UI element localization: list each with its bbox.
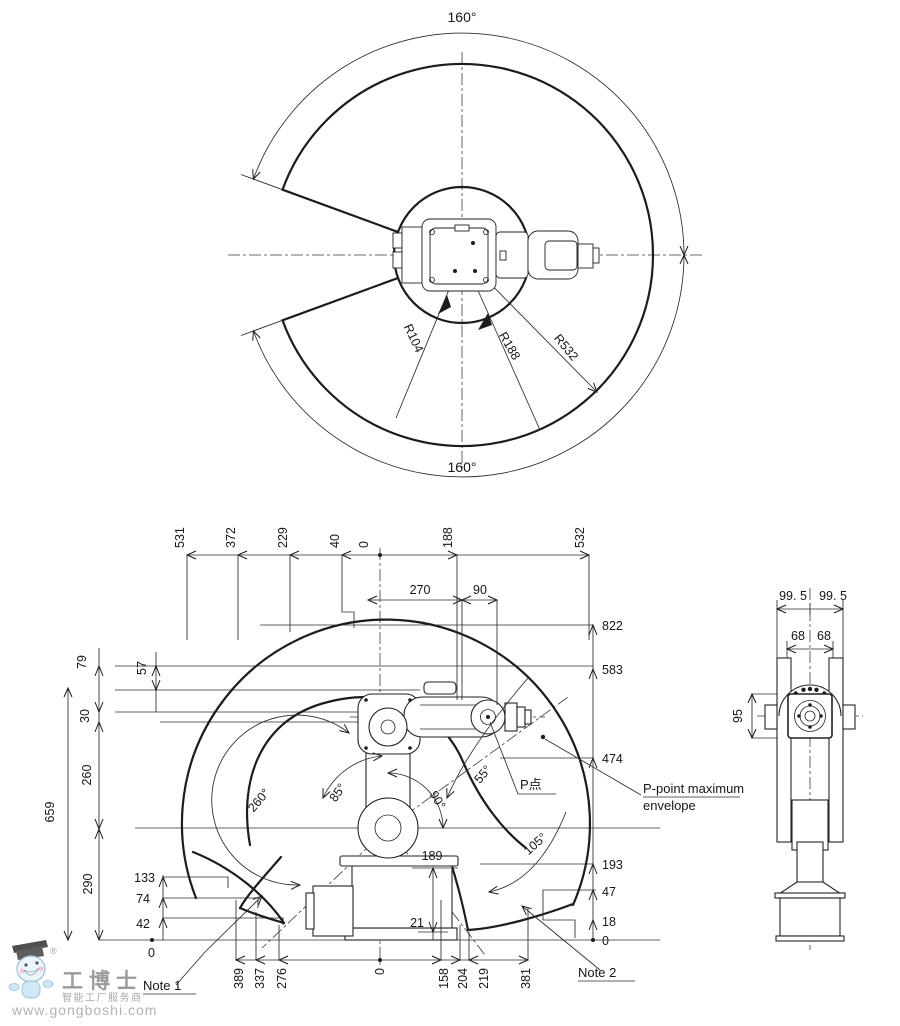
- watermark: ® 工博士 智能工厂服务商 www.gongboshi.com: [8, 940, 157, 1018]
- dim-99-5-right: 99. 5: [819, 589, 847, 603]
- dim-229: 229: [276, 527, 290, 548]
- dim-0-right: 0: [602, 934, 609, 948]
- dim-189: 189: [422, 849, 443, 863]
- dim-133: 133: [134, 871, 155, 885]
- dim-219: 219: [477, 968, 491, 989]
- dim-337: 337: [253, 968, 267, 989]
- dim-90: 90: [473, 583, 487, 597]
- dim-372: 372: [224, 527, 238, 548]
- top-angle-label: 160°: [448, 9, 477, 25]
- dim-79: 79: [75, 655, 89, 669]
- dim-290: 290: [81, 874, 95, 895]
- angle-85: 85°: [327, 781, 349, 805]
- dim-188: 188: [441, 527, 455, 548]
- side-view-robot: [305, 681, 532, 941]
- top-view: 160° 160° R104 R188 R532: [228, 9, 705, 478]
- p-point-max-label-1: P-point maximum: [643, 781, 744, 796]
- dim-260: 260: [80, 765, 94, 786]
- side-view-left-dimension-column: 79 57 30 260 659 290: [43, 648, 161, 942]
- side-view-top-dimension-chain: 531 372 229 40 0 188 532: [173, 527, 591, 700]
- dim-57: 57: [135, 661, 149, 675]
- watermark-brand: 工博士: [62, 969, 143, 993]
- dim-193: 193: [602, 858, 623, 872]
- dim-583: 583: [602, 663, 623, 677]
- rear-view: 99. 5 99. 5 68 68 95: [731, 588, 863, 950]
- dim-30: 30: [78, 709, 92, 723]
- side-view-base-step-dimensions: 133 74 42 0: [134, 871, 168, 960]
- note-1-label: Note 1: [143, 978, 181, 993]
- dim-18: 18: [602, 915, 616, 929]
- dim-659: 659: [43, 802, 57, 823]
- dim-381: 381: [519, 968, 533, 989]
- rear-view-dimensions: 99. 5 99. 5 68 68 95: [731, 589, 847, 740]
- dim-474: 474: [602, 752, 623, 766]
- p-point-max-label-2: envelope: [643, 798, 696, 813]
- angle-105: 105°: [521, 830, 550, 858]
- dim-68-right: 68: [817, 629, 831, 643]
- dim-158: 158: [437, 968, 451, 989]
- dim-47: 47: [602, 885, 616, 899]
- top-view-angle-dimension: 160° 160°: [252, 9, 689, 478]
- side-view-reach-dimension: 270 90: [366, 583, 499, 705]
- dim-99-5-left: 99. 5: [779, 589, 807, 603]
- dim-270: 270: [410, 583, 431, 597]
- dim-95: 95: [731, 709, 745, 723]
- dim-42: 42: [136, 917, 150, 931]
- watermark-tagline: 智能工厂服务商: [62, 991, 143, 1004]
- dim-822: 822: [602, 619, 623, 633]
- dim-0-bottom: 0: [373, 968, 387, 975]
- dim-204: 204: [456, 968, 470, 989]
- r188-label: R188: [496, 330, 523, 363]
- side-view-right-dimension-column: 822 583 474 193 47 18 0: [588, 619, 623, 948]
- side-view-189-21-dimensions: 189 21: [410, 849, 458, 940]
- dim-21: 21: [410, 916, 424, 930]
- side-view-bottom-dimension-chain: 389 337 276 0 158 204 219 381: [232, 900, 533, 989]
- mascot-logo: ®: [8, 940, 57, 999]
- r104-label: R104: [401, 322, 426, 355]
- dim-531: 531: [173, 527, 187, 548]
- rear-view-robot: [764, 657, 856, 942]
- dim-40: 40: [328, 534, 342, 548]
- note-2-label: Note 2: [578, 965, 616, 980]
- dim-68-left: 68: [791, 629, 805, 643]
- p-point-label: P点: [520, 777, 542, 792]
- side-view-labels: P点 P-point maximum envelope Note 1 Note …: [143, 721, 744, 995]
- angle-55: 55°: [471, 763, 494, 786]
- watermark-url: www.gongboshi.com: [11, 1002, 157, 1018]
- r532-label: R532: [551, 331, 581, 363]
- dim-0-baseline: 0: [148, 946, 155, 960]
- dim-74: 74: [136, 892, 150, 906]
- side-view: 531 372 229 40 0 188 532 270 90: [43, 527, 744, 995]
- registered-mark: ®: [50, 946, 57, 956]
- dim-532: 532: [573, 527, 587, 548]
- dim-389: 389: [232, 968, 246, 989]
- dim-276: 276: [275, 968, 289, 989]
- bottom-angle-label: 160°: [448, 459, 477, 475]
- dim-0-top: 0: [357, 541, 371, 548]
- top-view-robot: [392, 218, 600, 292]
